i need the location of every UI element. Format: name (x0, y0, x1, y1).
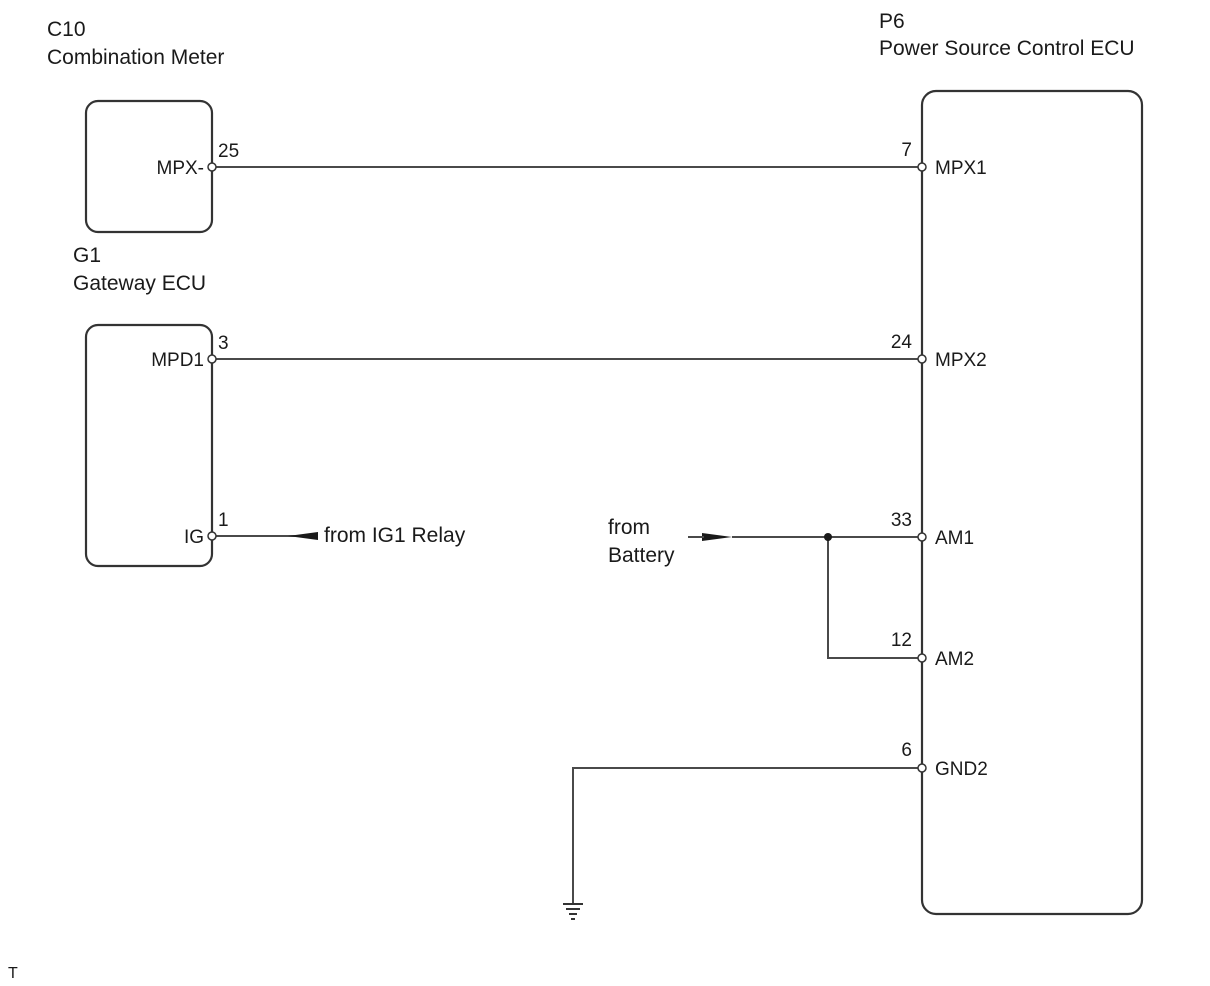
ig1-relay-source-label: from IG1 Relay (324, 524, 466, 547)
p6-pin-name-mpx1: MPX1 (935, 158, 987, 179)
p6-terminal-am2 (917, 653, 927, 663)
g1-pin-number-3: 3 (218, 333, 229, 354)
c10-pin-number-25: 25 (218, 141, 239, 162)
g1-code: G1 (73, 244, 101, 267)
g1-pin-number-1: 1 (218, 510, 229, 531)
p6-pin-name-am2: AM2 (935, 649, 974, 670)
battery-source-label-line2: Battery (608, 544, 675, 567)
p6-terminal-mpx2 (917, 354, 927, 364)
p6-pin-number-33: 33 (891, 510, 912, 531)
g1-pin-name-mpd1: MPD1 (151, 350, 204, 371)
battery-source-label-line1: from (608, 516, 650, 539)
wire-gnd2-to-ground (572, 767, 922, 903)
g1-gateway-ecu-box (84, 323, 214, 568)
c10-terminal-mpx-minus (207, 162, 217, 172)
g1-terminal-ig (207, 531, 217, 541)
p6-name: Power Source Control ECU (879, 37, 1135, 60)
p6-terminal-mpx1 (917, 162, 927, 172)
p6-pin-name-mpx2: MPX2 (935, 350, 987, 371)
footer-mark: T (8, 965, 18, 982)
p6-pin-number-7: 7 (901, 140, 912, 161)
arrow-battery-icon (702, 533, 732, 541)
g1-pin-name-ig: IG (184, 527, 204, 548)
p6-power-source-ecu-box (920, 89, 1144, 916)
c10-code: C10 (47, 18, 86, 41)
splice-junction (824, 533, 832, 541)
g1-name: Gateway ECU (73, 272, 206, 295)
p6-pin-number-24: 24 (891, 332, 913, 353)
p6-terminal-gnd2 (917, 763, 927, 773)
p6-pin-number-12: 12 (891, 630, 912, 651)
p6-code: P6 (879, 10, 905, 33)
p6-pin-name-am1: AM1 (935, 528, 974, 549)
c10-pin-name-mpx-minus: MPX- (157, 158, 205, 179)
g1-terminal-mpd1 (207, 354, 217, 364)
wire-battery-to-am2 (827, 537, 922, 659)
p6-pin-number-6: 6 (901, 740, 912, 761)
p6-terminal-am1 (917, 532, 927, 542)
p6-pin-name-gnd2: GND2 (935, 759, 988, 780)
ground-icon (563, 903, 583, 920)
c10-name: Combination Meter (47, 46, 224, 69)
arrow-ig1-relay-icon (288, 532, 318, 540)
